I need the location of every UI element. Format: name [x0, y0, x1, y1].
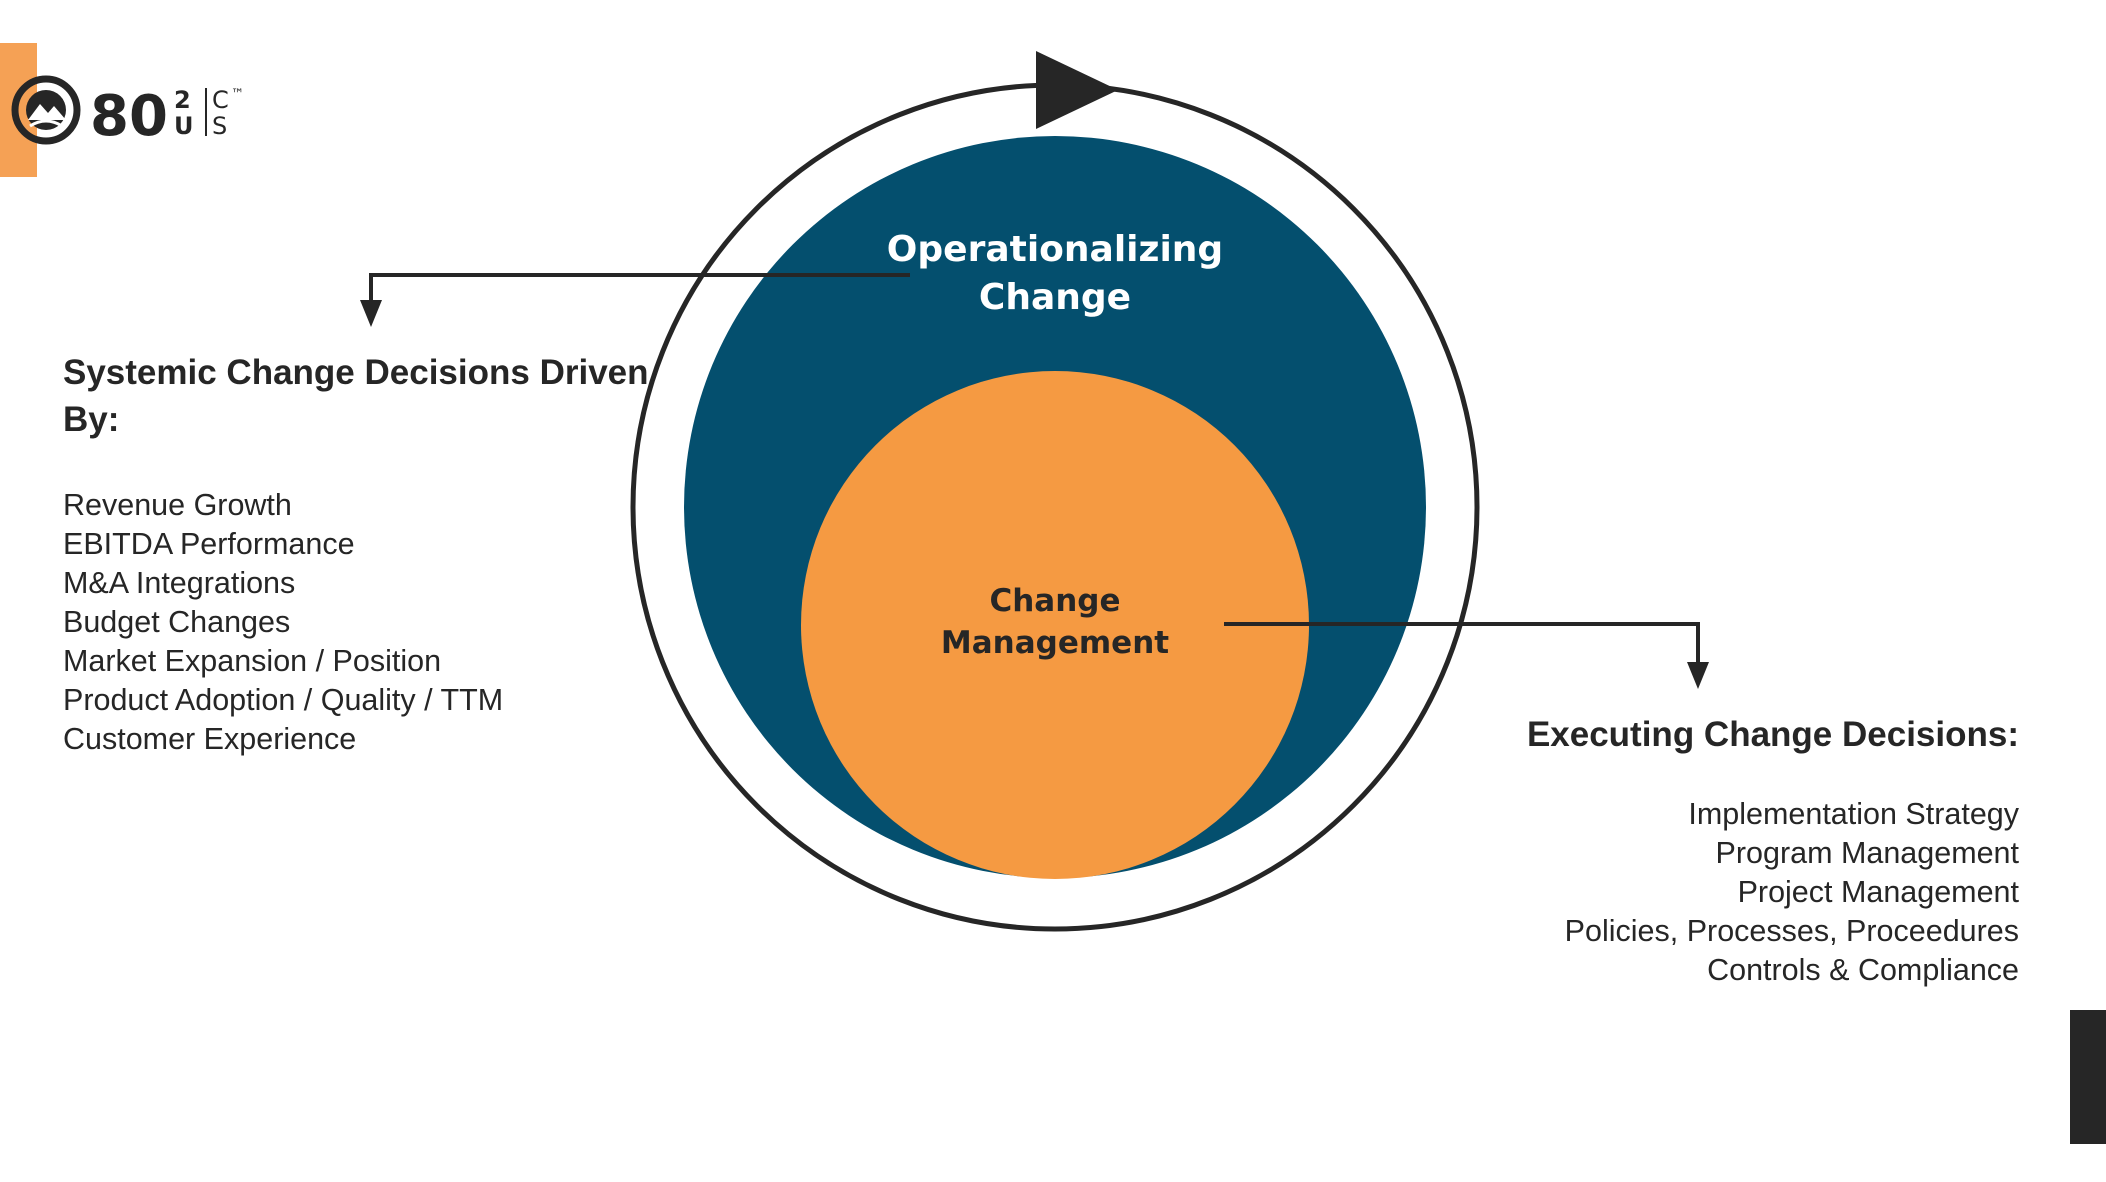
- executing-decisions-block: Executing Change Decisions: Implementati…: [1299, 712, 2019, 990]
- mountain-icon: [11, 75, 81, 145]
- list-item: Market Expansion / Position: [63, 644, 442, 679]
- list-item: Program Management: [1715, 835, 2019, 870]
- list-item: M&A Integrations: [63, 566, 296, 601]
- arrow-down-icon: [360, 300, 382, 327]
- inner-circle-label: Change Management: [940, 583, 1170, 661]
- logo-stack-bottom-right: S: [212, 112, 227, 140]
- executing-decisions-heading: Executing Change Decisions:: [1526, 715, 2019, 754]
- executing-decisions-list: Implementation Strategy Program Manageme…: [1299, 795, 2019, 990]
- list-item: EBITDA Performance: [63, 527, 355, 562]
- right-connector: [1224, 622, 1709, 689]
- inner-circle: [801, 371, 1309, 879]
- list-item: Controls & Compliance: [1707, 952, 2019, 987]
- list-item: Product Adoption / Quality / TTM: [63, 683, 504, 718]
- page-tab: [2070, 1010, 2106, 1144]
- list-item: Policies, Processes, Proceedures: [1564, 913, 2019, 948]
- logo-stack-top-right: C: [212, 86, 229, 114]
- logo-text: 80: [90, 84, 168, 149]
- systemic-decisions-list: Revenue Growth EBITDA Performance M&A In…: [63, 486, 683, 759]
- list-item: Project Management: [1737, 874, 2019, 909]
- cycle-arrow-icon: [1036, 51, 1118, 129]
- logo-trademark: ™: [231, 87, 244, 102]
- list-item: Customer Experience: [63, 722, 357, 757]
- logo-stack-top-left: 2: [174, 86, 191, 114]
- list-item: Revenue Growth: [63, 488, 292, 523]
- systemic-decisions-heading: Systemic Change Decisions Driven By:: [63, 353, 649, 439]
- left-connector: [360, 273, 910, 327]
- list-item: Implementation Strategy: [1688, 796, 2019, 831]
- systemic-decisions-block: Systemic Change Decisions Driven By: Rev…: [63, 350, 683, 759]
- outer-circle-label: Operationalizing Change: [886, 229, 1224, 318]
- company-logo: 80 2 U C ™ S: [11, 75, 244, 149]
- list-item: Budget Changes: [63, 605, 291, 640]
- arrow-down-icon: [1687, 662, 1709, 689]
- logo-stack-bottom-left: U: [174, 112, 194, 140]
